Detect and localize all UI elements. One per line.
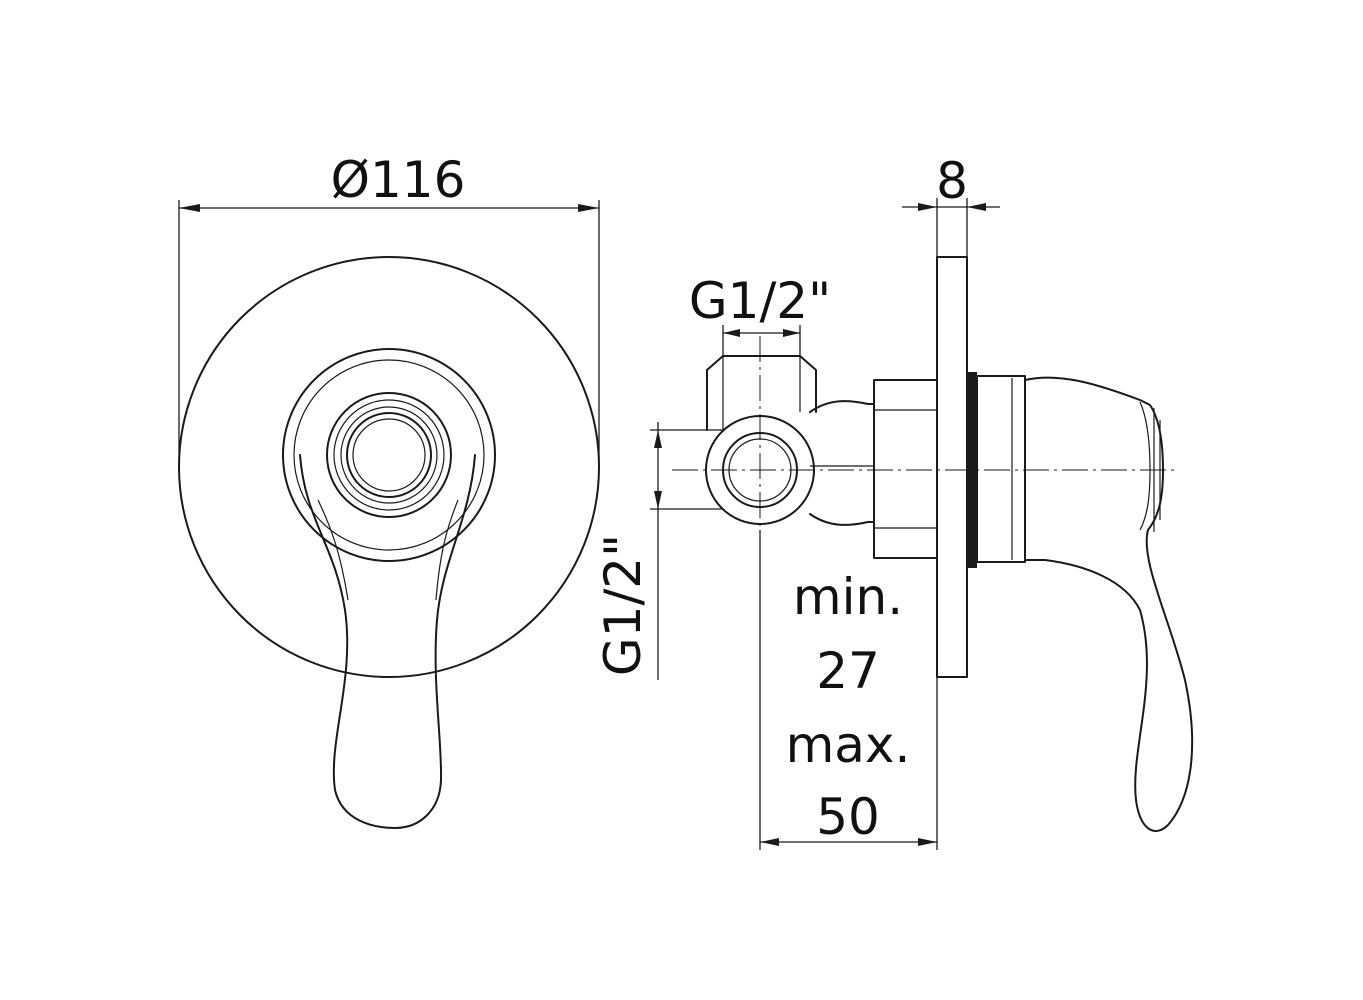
front-view — [178, 256, 600, 829]
side-inlet-label: G1/2" — [594, 534, 652, 676]
wall-plate — [936, 256, 968, 678]
lever-handle-side — [1024, 376, 1194, 832]
valve-body — [873, 379, 938, 559]
top-inlet-label: G1/2" — [689, 272, 831, 330]
depth-min-label: min. — [793, 568, 903, 626]
depth-dimension: min. 27 max. 50 — [759, 530, 938, 850]
depth-min-value: 27 — [816, 642, 880, 700]
gasket — [967, 372, 977, 568]
diameter-label: Ø116 — [331, 151, 466, 209]
depth-max-label: max. — [786, 716, 911, 774]
cartridge-knob — [326, 392, 452, 518]
side-view — [672, 256, 1194, 832]
plate-thickness-label: 8 — [936, 152, 968, 210]
lever-handle-front — [299, 454, 476, 829]
collar — [976, 375, 1026, 563]
plate-thickness-dimension: 8 — [902, 152, 1000, 257]
side-inlet-dimension: G1/2" — [594, 422, 723, 680]
cover-plate — [178, 256, 600, 678]
top-inlet-dimension: G1/2" — [689, 272, 831, 356]
diameter-dimension: Ø116 — [178, 151, 600, 467]
depth-max-value: 50 — [816, 788, 880, 846]
escutcheon-ring — [282, 348, 496, 562]
